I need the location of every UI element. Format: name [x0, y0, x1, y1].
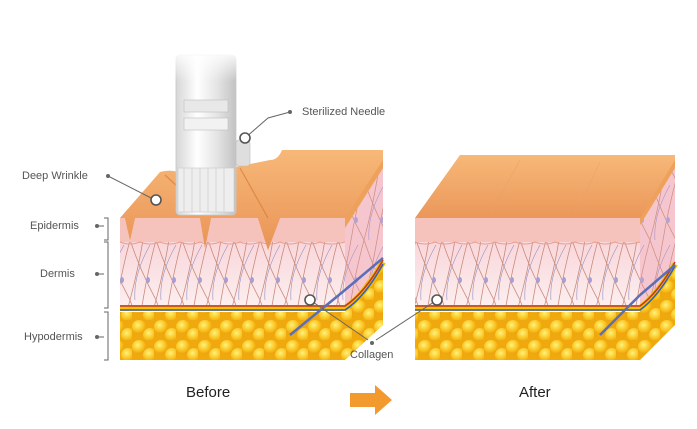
before-vessels	[120, 260, 386, 311]
before-front-epidermis	[120, 218, 345, 242]
before-after-arrow-icon	[350, 385, 392, 415]
after-front-fat	[415, 312, 640, 360]
leader-lines	[95, 110, 443, 361]
after-top-surface	[415, 155, 675, 225]
caption-after: After	[519, 384, 551, 401]
caption-before: Before	[186, 384, 231, 401]
before-top-surface	[120, 150, 383, 250]
before-skin-block	[119, 50, 386, 360]
after-side-fat	[640, 262, 675, 360]
sterilized-needle	[170, 50, 251, 216]
label-hypodermis: Hypodermis	[24, 331, 83, 343]
label-sterilized-needle: Sterilized Needle	[302, 106, 386, 118]
label-epidermis: Epidermis	[30, 220, 79, 232]
label-dermis: Dermis	[40, 268, 75, 280]
before-side-fat	[345, 260, 383, 360]
after-front-epidermis	[415, 218, 640, 242]
label-collagen: Collagen	[350, 349, 394, 361]
label-deep-wrinkle: Deep Wrinkle	[22, 170, 88, 182]
after-vessels	[415, 262, 678, 311]
after-skin-block	[414, 155, 678, 360]
